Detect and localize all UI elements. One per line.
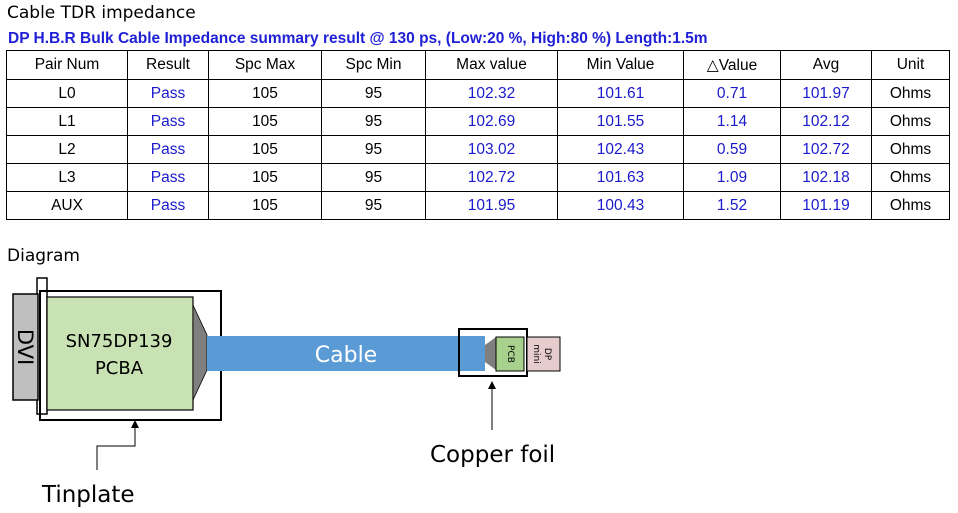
unit-cell: Ohms [871,79,950,108]
max-value-cell: 102.69 [425,107,558,136]
unit-cell: Ohms [871,107,950,136]
pcba-label: PCBA [95,358,144,379]
table-row: L2 Pass 105 95 103.02 102.43 0.59 102.72… [6,135,950,164]
unit-cell: Ohms [871,163,950,192]
cable-label: Cable [315,343,377,368]
spc-min-cell: 95 [321,191,426,220]
min-value-cell: 102.43 [557,135,684,164]
tinplate-callout-arrow [131,420,139,428]
mini-dp-label-line1: mini [531,344,541,363]
pair-num-cell: L2 [6,135,128,164]
avg-cell: 101.97 [780,79,872,108]
result-cell: Pass [127,163,209,192]
mini-dp-connector [526,336,561,372]
delta-value-cell: 1.09 [683,163,781,192]
spc-max-cell: 105 [208,191,322,220]
pcba-chip-label: SN75DP139 [66,331,173,352]
table-row: L3 Pass 105 95 102.72 101.63 1.09 102.18… [6,163,950,192]
column-header: Avg [780,50,872,80]
cable [207,336,485,371]
table-row: L1 Pass 105 95 102.69 101.55 1.14 102.12… [6,107,950,136]
avg-cell: 102.12 [780,107,872,136]
tinplate-callout-line [96,426,136,470]
spc-max-cell: 105 [208,135,322,164]
pcb-label: PCB [505,345,515,363]
dvi-label: DVI [13,329,37,365]
diagram-title: Diagram [7,246,80,266]
delta-value-cell: 1.14 [683,107,781,136]
max-value-cell: 103.02 [425,135,558,164]
unit-cell: Ohms [871,135,950,164]
result-cell: Pass [127,107,209,136]
unit-cell: Ohms [871,191,950,220]
mini-dp-label-line2: DP [542,348,552,361]
dvi-connector [12,293,39,401]
column-header: Spc Max [208,50,322,80]
result-cell: Pass [127,191,209,220]
column-header: Result [127,50,209,80]
column-header: △Value [683,50,781,80]
spc-min-cell: 95 [321,79,426,108]
cable-setup-diagram: DVI SN75DP139 PCBA Cable PCB mini DP Tin… [12,277,561,508]
right-cable-boot [485,337,496,370]
tinplate-label: Tinplate [41,482,135,508]
min-value-cell: 101.55 [557,107,684,136]
max-value-cell: 102.72 [425,163,558,192]
table-header-row: Pair Num Result Spc Max Spc Min Max valu… [6,50,950,80]
delta-value-cell: 0.71 [683,79,781,108]
column-header: Pair Num [6,50,128,80]
spc-min-cell: 95 [321,135,426,164]
section-title: Cable TDR impedance [7,3,196,23]
result-cell: Pass [127,79,209,108]
spc-min-cell: 95 [321,107,426,136]
pcb-small [495,336,525,372]
pcba-board [46,296,194,411]
pair-num-cell: AUX [6,191,128,220]
max-value-cell: 102.32 [425,79,558,108]
avg-cell: 102.18 [780,163,872,192]
column-header: Max value [425,50,558,80]
spc-min-cell: 95 [321,163,426,192]
min-value-cell: 101.63 [557,163,684,192]
pair-num-cell: L0 [6,79,128,108]
delta-value-cell: 0.59 [683,135,781,164]
pair-num-cell: L3 [6,163,128,192]
summary-heading: DP H.B.R Bulk Cable Impedance summary re… [8,30,708,47]
copper-foil-label: Copper foil [430,442,555,468]
spc-max-cell: 105 [208,163,322,192]
table-row: AUX Pass 105 95 101.95 100.43 1.52 101.1… [6,191,950,220]
copper-foil-callout-arrow [488,381,496,389]
min-value-cell: 100.43 [557,191,684,220]
pair-num-cell: L1 [6,107,128,136]
spc-max-cell: 105 [208,107,322,136]
result-cell: Pass [127,135,209,164]
column-header: Spc Min [321,50,426,80]
table-row: L0 Pass 105 95 102.32 101.61 0.71 101.97… [6,79,950,108]
spc-max-cell: 105 [208,79,322,108]
max-value-cell: 101.95 [425,191,558,220]
min-value-cell: 101.61 [557,79,684,108]
delta-value-cell: 1.52 [683,191,781,220]
impedance-table: Pair Num Result Spc Max Spc Min Max valu… [6,50,950,220]
column-header: Unit [871,50,950,80]
avg-cell: 101.19 [780,191,872,220]
left-cable-boot [192,304,208,401]
avg-cell: 102.72 [780,135,872,164]
column-header: Min Value [557,50,684,80]
